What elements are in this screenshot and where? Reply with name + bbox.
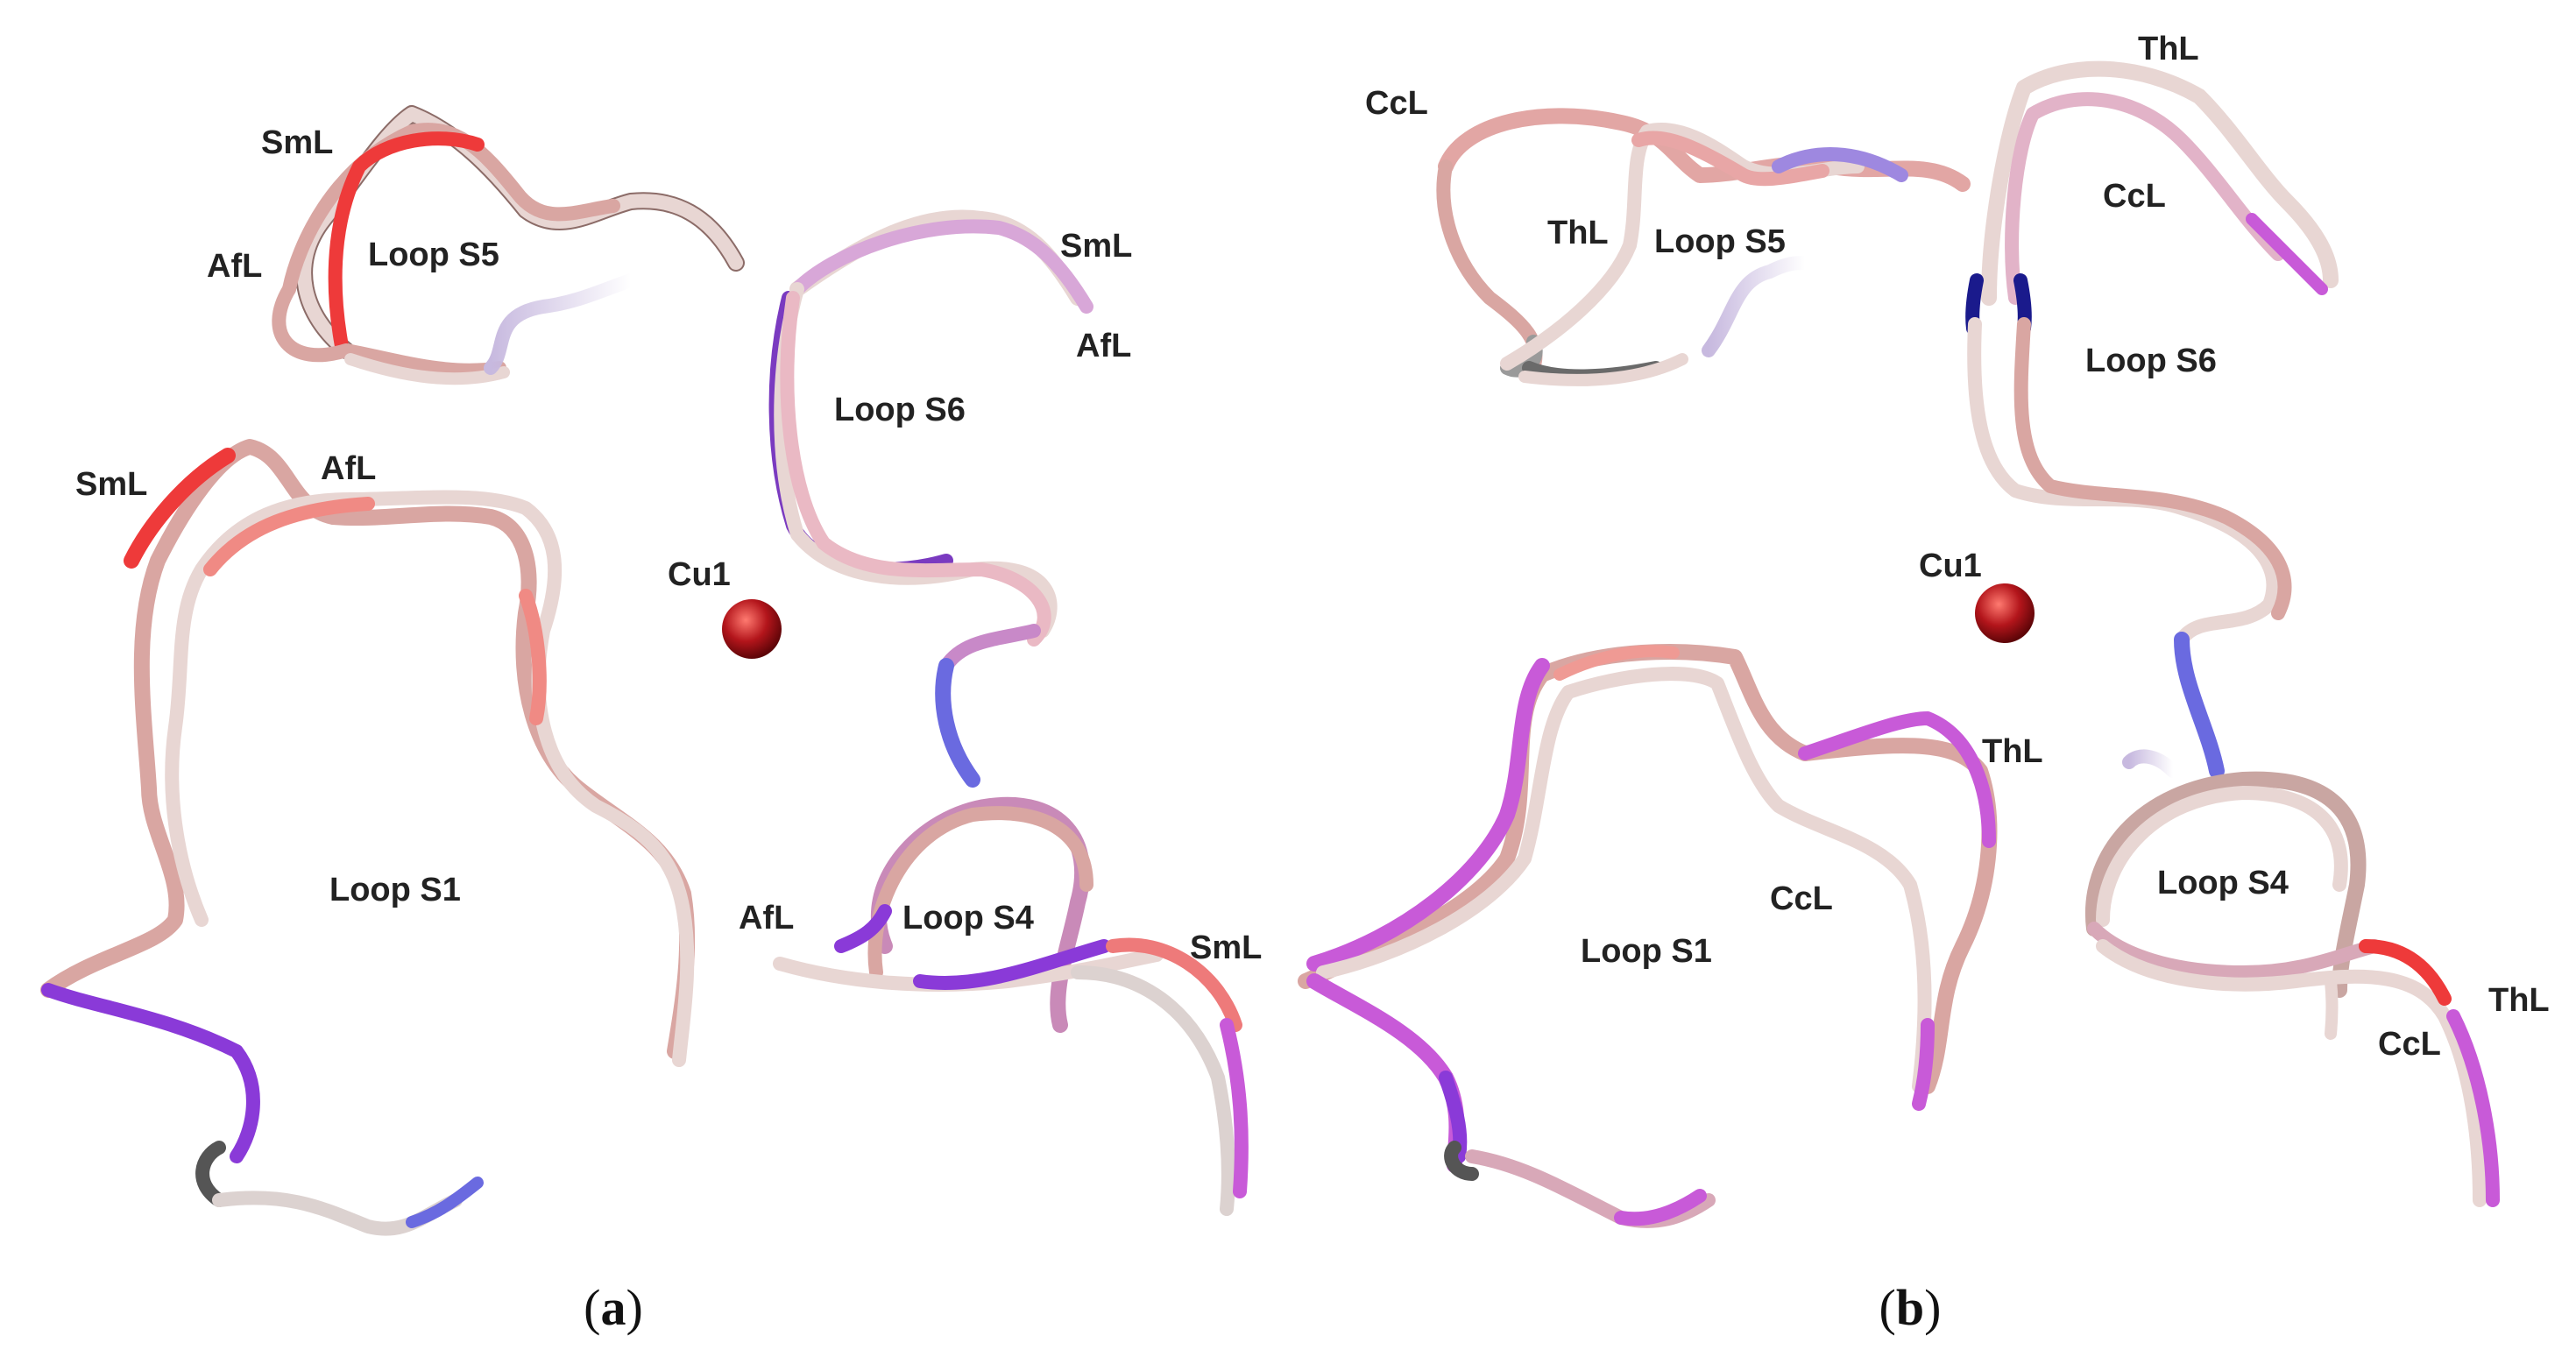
label-smL-s6-a: SmL (1060, 228, 1132, 265)
label-afL-s4-a: AfL (739, 900, 794, 936)
loop-s6-a-ribbons (768, 209, 1093, 788)
label-cu1-b: Cu1 (1919, 548, 1982, 584)
label-ccl-s6-b: CcL (2103, 178, 2166, 215)
label-thl-s6-b: ThL (2138, 31, 2199, 67)
label-loop-s4-b: Loop S4 (2157, 865, 2289, 901)
loop-s4-b-ribbons (2084, 771, 2500, 1207)
loop-s6-b-ribbons (1965, 60, 2339, 779)
label-smL-s5-a: SmL (261, 124, 333, 161)
panel-a: SmL AfL Loop S5 SmL AfL Loop S6 SmL AfL … (40, 105, 1262, 1336)
label-afL-s6-a: AfL (1076, 328, 1131, 364)
loop-s5-a-ribbons (272, 105, 745, 385)
label-ccl-s5-b: CcL (1365, 85, 1428, 122)
label-loop-s6-a: Loop S6 (834, 392, 966, 428)
loop-s4-a-ribbons (773, 796, 1249, 1216)
copper-atom-b (1975, 583, 2035, 643)
label-smL-s4-a: SmL (1190, 929, 1262, 966)
label-thl-s4-b: ThL (2488, 982, 2550, 1019)
loop-s1-b-ribbons (1298, 644, 1998, 1228)
label-loop-s4-a: Loop S4 (902, 900, 1034, 936)
label-ccl-s4-b: CcL (2378, 1026, 2441, 1063)
loop-s1-a-ribbons (40, 439, 696, 1236)
label-loop-s1-b: Loop S1 (1581, 933, 1712, 970)
label-cu1-a: Cu1 (668, 556, 731, 593)
loop-s5-b-ribbons (1436, 108, 1971, 386)
panel-caption-b: (b) (1879, 1279, 1942, 1336)
panel-caption-a: (a) (584, 1279, 643, 1336)
label-loop-s5-b: Loop S5 (1654, 223, 1786, 260)
copper-atom-a (722, 599, 782, 659)
panel-b: CcL ThL Loop S5 ThL CcL Loop S6 Cu1 ThL … (1298, 31, 2550, 1336)
label-afL-s5-a: AfL (207, 248, 262, 285)
label-thl-s1-b: ThL (1982, 733, 2043, 770)
label-loop-s6-b: Loop S6 (2085, 343, 2217, 379)
label-loop-s1-a: Loop S1 (329, 872, 461, 908)
label-smL-s1-a: SmL (75, 466, 147, 503)
label-thl-s5-b: ThL (1547, 215, 1609, 251)
label-afL-s1-a: AfL (321, 450, 376, 487)
label-ccl-s1-b: CcL (1770, 880, 1833, 917)
label-loop-s5-a: Loop S5 (368, 237, 499, 273)
